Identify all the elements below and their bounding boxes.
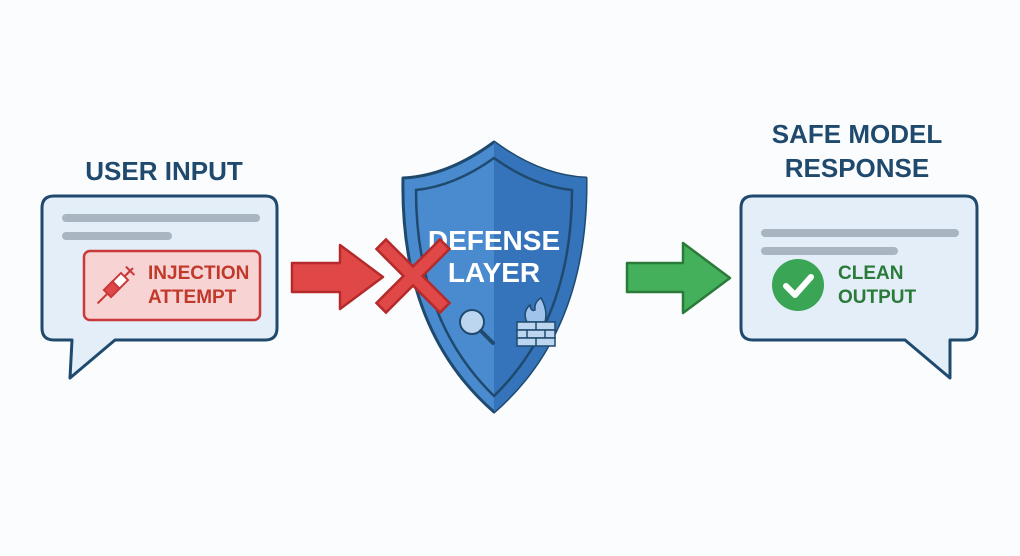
clean-label-line1: CLEAN (838, 263, 903, 284)
response-title-line2: RESPONSE (785, 153, 930, 183)
injection-label-line2: ATTEMPT (148, 287, 237, 308)
check-circle-icon (772, 259, 824, 311)
user-input-bubble: INJECTION ATTEMPT (40, 194, 279, 380)
magnifier-icon (459, 309, 495, 345)
clean-label-line2: OUTPUT (838, 287, 917, 308)
firewall-icon (516, 296, 556, 347)
syringe-icon (96, 265, 136, 305)
response-title-line1: SAFE MODEL (772, 119, 943, 149)
injection-label-line1: INJECTION (148, 263, 249, 284)
defense-label-line2: LAYER (448, 257, 540, 288)
user-input-title: USER INPUT (85, 156, 243, 186)
blocked-x-fill (378, 241, 448, 311)
blocked-arrow (290, 243, 385, 311)
response-bubble: CLEAN OUTPUT (739, 194, 979, 380)
defense-shield: DEFENSE LAYER (401, 140, 588, 414)
defense-label-line1: DEFENSE (428, 225, 560, 256)
allowed-arrow (625, 241, 732, 315)
